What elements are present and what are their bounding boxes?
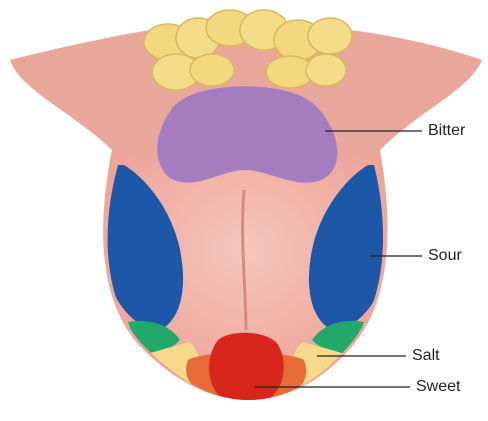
sweet-label: Sweet xyxy=(416,379,460,395)
sour-label: Sour xyxy=(428,248,462,264)
bitter-label: Bitter xyxy=(428,123,465,139)
sweet-red xyxy=(209,333,284,405)
salt-label: Salt xyxy=(412,348,440,364)
